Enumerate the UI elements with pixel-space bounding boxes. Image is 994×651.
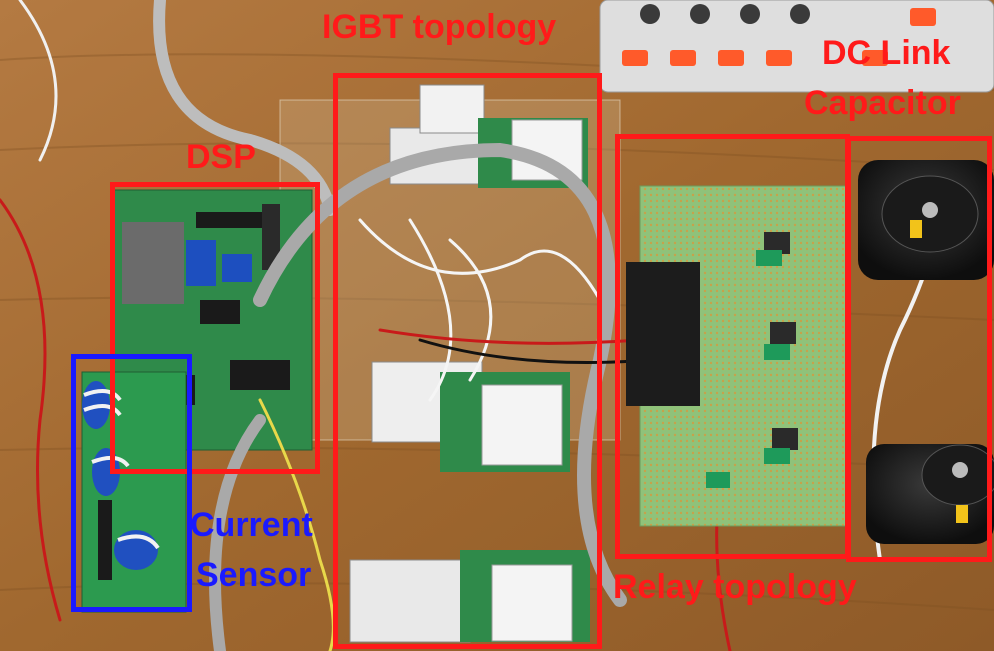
relay-topology-box xyxy=(615,134,850,559)
current-sensor-board xyxy=(81,371,187,613)
igbt-topology-box xyxy=(333,73,602,649)
relay-board xyxy=(626,185,851,527)
power-strip xyxy=(599,0,994,93)
dc-link-capacitors xyxy=(858,160,994,544)
current-sensor-box xyxy=(71,354,192,612)
current-sensor-label-line1: Current xyxy=(190,506,313,544)
dsp-box xyxy=(110,182,320,474)
dc-link-label-line2: Capacitor xyxy=(804,84,961,122)
dsp-label: DSP xyxy=(186,138,256,176)
dc-link-label-line1: DC Link xyxy=(822,34,951,72)
igbt-topology-label: IGBT topology xyxy=(322,8,557,46)
relay-topology-label: Relay topology xyxy=(613,568,857,606)
dc-link-capacitor-box xyxy=(846,136,992,562)
current-sensor-label-line2: Sensor xyxy=(196,556,312,594)
